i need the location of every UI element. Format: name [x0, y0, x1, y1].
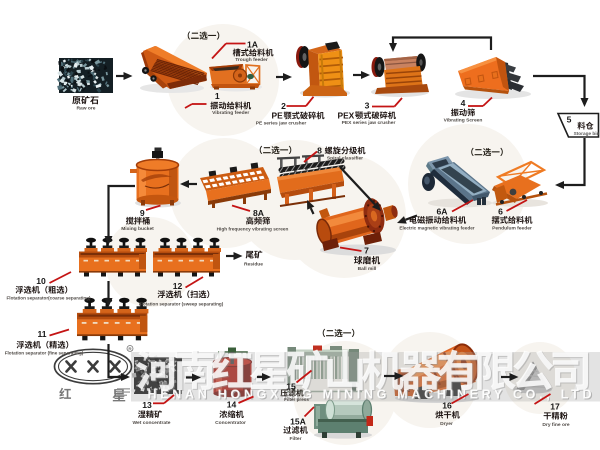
svg-text:Pendulum feeder: Pendulum feeder — [492, 226, 532, 232]
svg-text:7: 7 — [364, 245, 369, 255]
svg-text:PEX series jaw crusher: PEX series jaw crusher — [342, 120, 396, 126]
svg-text:4: 4 — [461, 98, 466, 108]
svg-text:Storage bin: Storage bin — [574, 131, 600, 136]
svg-text:Concentrator: Concentrator — [215, 420, 246, 426]
svg-text:10: 10 — [36, 276, 46, 286]
svg-text:Vibrating feeder: Vibrating feeder — [212, 110, 249, 116]
svg-text:6: 6 — [498, 206, 503, 216]
svg-text:Dry fine ore: Dry fine ore — [542, 422, 569, 428]
svg-text:17: 17 — [550, 401, 560, 411]
svg-text:Residue: Residue — [244, 261, 263, 267]
svg-text:8: 8 — [317, 145, 322, 155]
svg-text:9: 9 — [140, 208, 145, 218]
svg-text:15A: 15A — [290, 416, 306, 426]
svg-text:Flotation separator (sweep sep: Flotation separator (sweep separating) — [139, 301, 224, 306]
svg-text:R: R — [128, 347, 132, 352]
svg-text:Spiral classifier: Spiral classifier — [327, 156, 363, 162]
svg-text:PE: PE — [272, 111, 284, 121]
svg-text:14: 14 — [227, 400, 237, 410]
svg-text:15: 15 — [286, 381, 296, 391]
svg-text:High frequency vibrating scree: High frequency vibrating screen — [217, 226, 289, 231]
svg-text:Dryer: Dryer — [440, 421, 453, 427]
svg-text:8A: 8A — [253, 208, 264, 218]
svg-text:Flotation separator(coarse sep: Flotation separator(coarse separating) — [7, 295, 91, 300]
svg-text:1: 1 — [215, 91, 220, 101]
svg-text:1A: 1A — [247, 39, 258, 49]
svg-text:Filter press: Filter press — [284, 397, 309, 402]
svg-text:6A: 6A — [437, 206, 448, 216]
svg-text:11: 11 — [37, 329, 46, 339]
svg-text:Vibrating Screen: Vibrating Screen — [444, 117, 483, 123]
svg-text:Wet concentrate: Wet concentrate — [133, 420, 171, 426]
svg-text:16: 16 — [442, 400, 452, 410]
svg-text:12: 12 — [173, 281, 183, 291]
svg-text:13: 13 — [142, 400, 152, 410]
svg-text:PEX: PEX — [338, 110, 355, 120]
svg-text:Raw ore: Raw ore — [76, 106, 95, 112]
svg-text:Flotation separator (fine sepa: Flotation separator (fine separating) — [5, 350, 84, 355]
svg-text:5: 5 — [567, 114, 572, 124]
svg-text:Trough feeder: Trough feeder — [235, 57, 268, 63]
svg-text:Electric magnetic vibrating fe: Electric magnetic vibrating feeder — [399, 226, 474, 231]
svg-text:2: 2 — [281, 101, 286, 111]
svg-text:Mixing bucket: Mixing bucket — [121, 226, 154, 232]
svg-text:Filter: Filter — [290, 436, 302, 442]
svg-text:PE series jaw crusher: PE series jaw crusher — [256, 120, 307, 126]
svg-text:Ball mill: Ball mill — [358, 266, 377, 272]
svg-text:3: 3 — [365, 101, 370, 111]
